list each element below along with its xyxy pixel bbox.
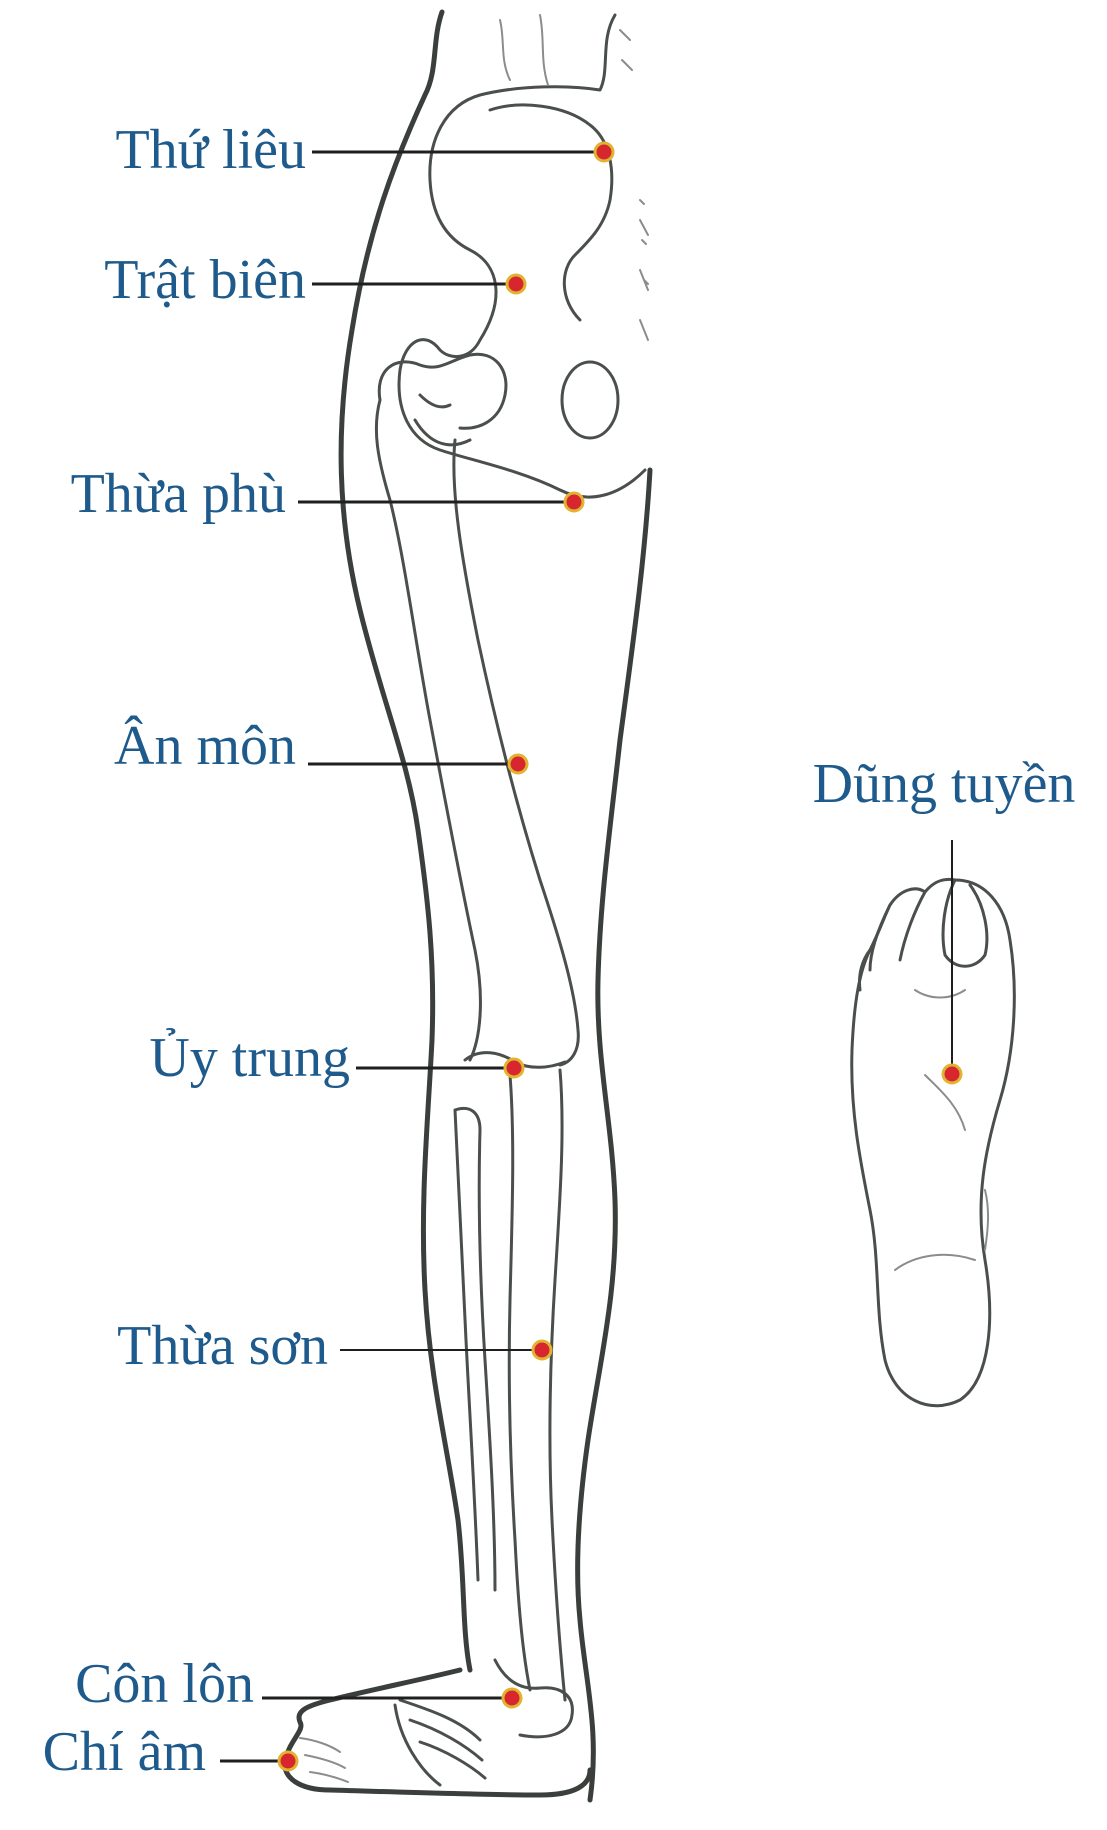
- obturator-foramen: [562, 362, 618, 438]
- label-an-mon: Ân môn: [114, 715, 296, 777]
- leader-lines: [220, 152, 952, 1761]
- pelvis-outline: [399, 15, 645, 497]
- tibia-lateral: [509, 1075, 530, 1690]
- foot-tarsals: [395, 1700, 485, 1785]
- point-thua-son: [533, 1341, 551, 1359]
- leg-outline-lateral: [341, 12, 470, 1670]
- sole-illustration: [852, 879, 1015, 1405]
- femur-greater-trochanter: [415, 395, 470, 445]
- label-uy-trung: Ủy trung: [149, 1027, 350, 1089]
- point-uy-trung: [505, 1059, 523, 1077]
- toe-lines: [300, 1738, 348, 1782]
- label-thua-phu: Thừa phù: [71, 463, 286, 525]
- leg-outline-medial: [578, 470, 650, 1800]
- point-thua-phu: [565, 493, 583, 511]
- label-chi-am: Chí âm: [43, 1721, 206, 1783]
- acupoints: [279, 143, 961, 1770]
- point-labels: Thứ liêu Trật biên Thừa phù Ân môn Ủy tr…: [43, 119, 1076, 1783]
- label-thua-son: Thừa sơn: [117, 1315, 328, 1377]
- femur-medial: [454, 440, 578, 1065]
- point-an-mon: [509, 755, 527, 773]
- sole-creases: [895, 990, 988, 1270]
- point-chi-am: [279, 1752, 297, 1770]
- point-dung-tuyen: [943, 1065, 961, 1083]
- point-trat-bien: [507, 275, 525, 293]
- label-con-lon: Côn lôn: [75, 1653, 254, 1715]
- label-trat-bien: Trật biên: [104, 249, 306, 311]
- point-con-lon: [503, 1689, 521, 1707]
- label-thu-lieu: Thứ liêu: [115, 119, 306, 181]
- sole-outline: [852, 879, 1015, 1405]
- label-dung-tuyen: Dũng tuyền: [813, 753, 1076, 815]
- tibia-medial: [550, 1070, 565, 1700]
- sole-toes: [859, 880, 986, 990]
- point-thu-lieu: [595, 143, 613, 161]
- leg-illustration: [285, 12, 650, 1800]
